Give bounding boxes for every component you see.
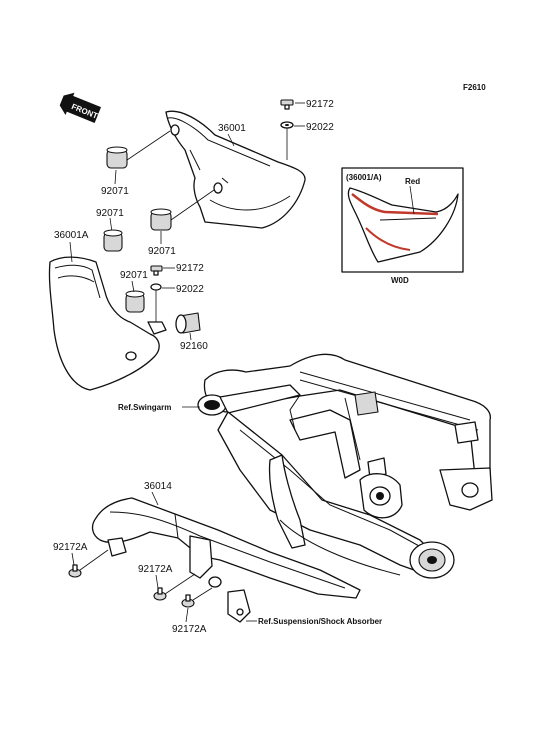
collar-92160	[175, 312, 201, 334]
chain-guard-36014	[91, 497, 361, 623]
callout-92071-c: 92071	[148, 246, 176, 257]
grommet-92071-mid	[150, 208, 172, 231]
callout-36001: 36001	[218, 123, 246, 134]
callout-92172A-a: 92172A	[53, 542, 88, 553]
front-arrow-icon: FRONT	[59, 92, 102, 123]
grommet-92071-lower	[103, 229, 123, 252]
figure-code: F2610	[463, 83, 486, 92]
bolt-92172-top	[280, 99, 294, 110]
washer-92022-top	[280, 121, 294, 129]
callout-92172-top: 92172	[306, 99, 334, 110]
callout-92071-b: 92071	[96, 208, 124, 219]
callout-92172A-c: 92172A	[172, 624, 207, 635]
bolt-92172A-mid	[153, 587, 167, 601]
bracket-tab	[147, 321, 167, 335]
swingarm-frame	[197, 353, 493, 579]
callout-92172A-b: 92172A	[138, 564, 173, 575]
callout-92071-a: 92071	[101, 186, 129, 197]
washer-92022-mid	[150, 283, 162, 291]
callout-92022-mid: 92022	[176, 284, 204, 295]
callout-92071-d: 92071	[120, 270, 148, 281]
callout-92022-top: 92022	[306, 122, 334, 133]
inset-caption: W0D	[391, 276, 409, 285]
inset-panel: (36001/A) Red W0D	[341, 167, 464, 285]
inset-title: (36001/A)	[346, 173, 382, 182]
callout-36001A: 36001A	[54, 230, 89, 241]
grommet-92071-upper	[106, 146, 128, 169]
bolt-92172A-low	[181, 594, 195, 608]
callout-92172-mid: 92172	[176, 263, 204, 274]
callout-92160: 92160	[180, 341, 208, 352]
bolt-92172-mid	[150, 265, 163, 276]
grommet-92071-side	[125, 290, 145, 313]
ref-suspension: Ref.Suspension/Shock Absorber	[258, 617, 382, 626]
callout-36014: 36014	[144, 481, 172, 492]
ref-swingarm: Ref.Swingarm	[118, 403, 171, 412]
inset-color-label: Red	[405, 177, 420, 186]
side-cover-36001A	[48, 256, 160, 391]
bolt-92172A-left	[68, 564, 82, 578]
